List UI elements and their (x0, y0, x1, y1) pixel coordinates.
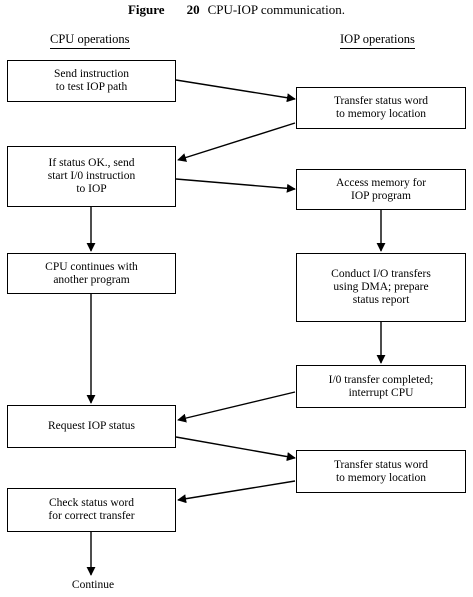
arrow-iop4-to-cpu4 (177, 391, 296, 423)
cpu-step-3: CPU continues with another program (7, 253, 176, 294)
iop-step-3: Conduct I/O transfers using DMA; prepare… (296, 253, 466, 322)
figure-number: 20 (186, 2, 200, 17)
iop-step-2: Access memory for IOP program (296, 169, 466, 210)
iop-step-5: Transfer status word to memory location (296, 450, 466, 493)
arrow-iop5-to-cpu5 (177, 480, 296, 504)
iop-step-1: Transfer status word to memory location (296, 87, 466, 129)
cpu-step-5: Check status word for correct transfer (7, 488, 176, 532)
cpu-step-1: Send instruction to test IOP path (7, 60, 176, 102)
cpu-step-2: If status OK., send start I/0 instructio… (7, 146, 176, 207)
arrow-cpu4-to-iop5 (175, 436, 296, 462)
figure-title: CPU-IOP communication. (207, 2, 346, 17)
figure-caption: Figure 20 CPU-IOP communication. (0, 2, 473, 18)
arrow-cpu2-to-iop2 (175, 178, 296, 193)
iop-column-heading: IOP operations (340, 32, 415, 49)
cpu-column-heading: CPU operations (50, 32, 130, 49)
cpu-step-4: Request IOP status (7, 405, 176, 448)
iop-step-4: I/0 transfer completed; interrupt CPU (296, 365, 466, 408)
arrow-iop1-to-cpu2 (177, 122, 296, 162)
continue-label: Continue (71, 579, 115, 591)
figure-label: Figure (127, 2, 165, 17)
arrow-cpu1-to-iop1 (175, 79, 296, 103)
